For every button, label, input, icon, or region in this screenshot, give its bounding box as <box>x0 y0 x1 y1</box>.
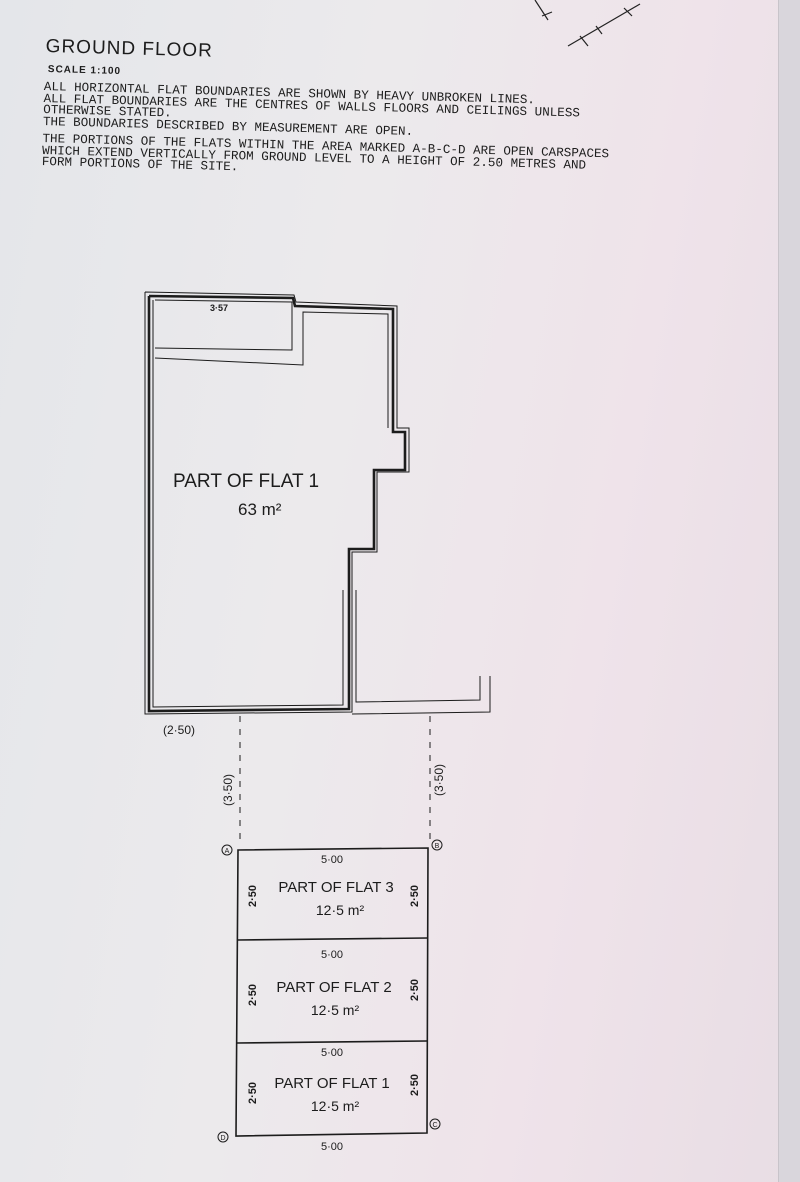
carspace-right-dimension: 2·50 <box>409 885 421 907</box>
carspace-area: 12·5 m² <box>316 902 365 918</box>
carspace-flat2: 5·00 2·50 2·50 PART OF FLAT 2 12·5 m² <box>247 949 421 1018</box>
carspace-top-dimension: 5·00 <box>321 949 343 961</box>
corner-d: D <box>220 1135 225 1142</box>
corner-markers: A B C D <box>217 839 443 1143</box>
corner-a: A <box>225 848 230 855</box>
carspace-flat1: 5·00 2·50 2·50 PART OF FLAT 1 12·5 m² <box>247 1047 421 1114</box>
carspace-flat3: 5·00 2·50 2·50 PART OF FLAT 3 12·5 m² <box>247 854 421 918</box>
corner-c: C <box>432 1122 437 1129</box>
carspace-left-dimension: 2·50 <box>247 984 259 1006</box>
carspace-left-dimension: 2·50 <box>247 1082 259 1104</box>
left-offset: (2·50) <box>163 723 195 737</box>
carspace-label: PART OF FLAT 2 <box>276 979 391 996</box>
carspaces <box>235 847 429 1137</box>
carspace-right-dimension: 2·50 <box>409 979 421 1001</box>
carspace-label: PART OF FLAT 1 <box>274 1075 389 1092</box>
carspace-area: 12·5 m² <box>311 1098 360 1114</box>
carspace-area: 12·5 m² <box>311 1002 360 1018</box>
carspace-left-dimension: 2·50 <box>247 885 259 907</box>
carspace-top-dimension: 5·00 <box>321 1047 343 1059</box>
flat1-boundary <box>144 291 410 715</box>
bottom-dimension: 5·00 <box>321 1141 343 1153</box>
flat1-area: 63 m² <box>238 500 282 519</box>
carspace-top-dimension: 5·00 <box>321 854 343 866</box>
top-dimension: 3·57 <box>210 303 228 313</box>
carspace-label: PART OF FLAT 3 <box>278 879 393 896</box>
page-edge <box>778 0 800 1182</box>
depth-left: (3·50) <box>221 774 235 806</box>
north-marker <box>534 0 641 47</box>
open-area-boundary <box>351 590 491 715</box>
flat1-label: PART OF FLAT 1 <box>173 471 319 492</box>
dashed-lines <box>239 716 431 846</box>
corner-b: B <box>435 843 440 850</box>
carspace-right-dimension: 2·50 <box>409 1074 421 1096</box>
depth-right: (3·50) <box>432 764 446 796</box>
